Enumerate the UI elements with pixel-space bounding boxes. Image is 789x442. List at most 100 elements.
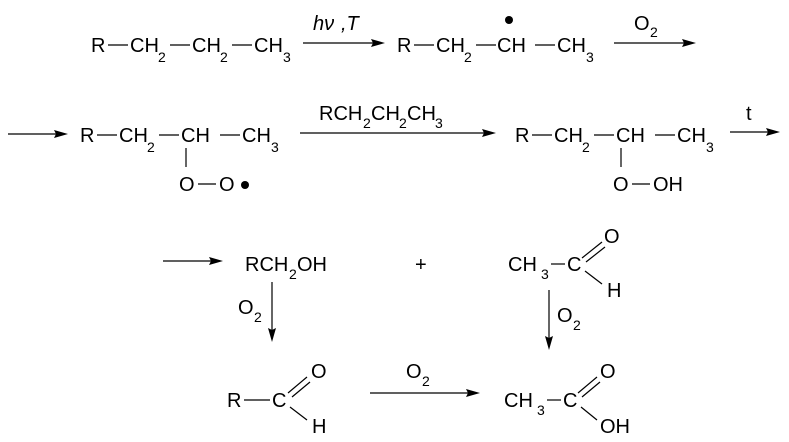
group-ch: CH: [616, 125, 645, 147]
group-ch3: CH: [508, 254, 537, 276]
group-oh: OH: [600, 416, 630, 438]
peroxy-radical: R CH 2 CH CH 3 O O: [80, 125, 279, 196]
arrow-oxidation-aldehyde: O 2: [370, 361, 480, 397]
arrow-head: [545, 336, 553, 350]
group-ch2: CH: [192, 35, 221, 57]
arrow-oxidation-alcohol: O 2: [238, 282, 276, 342]
group-ch2: CH: [119, 125, 148, 147]
subscript: 2: [399, 115, 407, 131]
group-rch2: RCH: [245, 254, 288, 276]
reagent-alkane-ch3: CH: [407, 103, 436, 125]
group-ch2: CH: [130, 35, 159, 57]
atom-o: O: [600, 361, 616, 383]
group-ch: CH: [497, 35, 526, 57]
subscript: 3: [706, 139, 714, 155]
atom-c: C: [272, 390, 286, 412]
subscript: 3: [283, 49, 291, 65]
double-bond: [581, 381, 601, 398]
arrow-photolysis: hν ,T: [303, 13, 385, 47]
double-bond: [287, 376, 308, 394]
subscript: 2: [220, 49, 228, 65]
subscript: 2: [573, 317, 581, 333]
arrow-head: [682, 39, 696, 47]
acetic-acid: CH 3 C O OH: [504, 361, 630, 438]
atom-o: O: [613, 174, 629, 196]
subscript: 2: [158, 49, 166, 65]
arrow-head: [466, 389, 480, 397]
reagent-o2: O: [557, 305, 573, 327]
subscript: 2: [147, 139, 155, 155]
subscript: 3: [435, 115, 443, 131]
atom-o: O: [219, 174, 235, 196]
atom-o: O: [604, 226, 620, 248]
bond: [580, 406, 598, 421]
group-ch: CH: [181, 125, 210, 147]
subscript: 3: [537, 402, 545, 418]
subscript: 3: [586, 49, 594, 65]
arrow-head: [54, 130, 68, 138]
arrow-continuation-row2: [8, 130, 68, 138]
acetaldehyde: CH 3 C O H: [508, 226, 621, 302]
atom-r: R: [227, 390, 241, 412]
arrow-oxygen-addition: O 2: [614, 13, 696, 47]
atom-r: R: [397, 35, 411, 57]
atom-o: O: [179, 174, 195, 196]
plus-sign: +: [415, 254, 427, 276]
atom-r: R: [91, 35, 105, 57]
subscript: 2: [422, 373, 430, 389]
arrow-h-abstraction: RCH 2 CH 2 CH 3: [300, 103, 496, 137]
atom-c: C: [563, 390, 577, 412]
primary-alcohol: RCH 2 OH: [245, 254, 327, 282]
double-bond: [577, 376, 598, 394]
atom-o: O: [311, 361, 327, 383]
radical-dot: [241, 181, 249, 189]
group-ch3: CH: [254, 35, 283, 57]
subscript: 2: [363, 115, 371, 131]
group-oh: OH: [297, 254, 327, 276]
reagent-o2: O: [406, 361, 422, 383]
radical-dot: [505, 16, 513, 24]
subscript: 2: [289, 266, 297, 282]
atom-h: H: [607, 280, 621, 302]
group-oh: OH: [653, 174, 683, 196]
condition-temperature: t: [746, 103, 752, 125]
arrow-head: [766, 128, 780, 136]
double-bond: [291, 381, 311, 398]
group-ch3: CH: [557, 35, 586, 57]
arrow-head: [209, 257, 223, 265]
group-ch2: CH: [436, 35, 465, 57]
atom-h: H: [312, 416, 326, 438]
reagent-o2: O: [238, 297, 254, 319]
atom-r: R: [80, 125, 94, 147]
subscript: 2: [254, 309, 262, 325]
group-ch3: CH: [504, 390, 533, 412]
group-ch3: CH: [677, 125, 706, 147]
group-ch2: CH: [554, 125, 583, 147]
subscript: 2: [464, 49, 472, 65]
atom-c: C: [567, 254, 581, 276]
subscript: 2: [650, 24, 658, 40]
aldehyde: R C O H: [227, 361, 327, 438]
arrow-continuation-row3: [163, 257, 223, 265]
atom-r: R: [515, 125, 529, 147]
condition-hv: hν: [313, 13, 334, 35]
arrow-head: [268, 328, 276, 342]
reagent-o2: O: [634, 13, 650, 35]
alkyl-radical: R CH 2 CH CH 3: [397, 16, 594, 65]
arrow-thermolysis: t: [730, 103, 780, 136]
reactant-alkane: R CH 2 CH 2 CH 3: [91, 35, 291, 65]
double-bond: [585, 246, 606, 263]
condition-temperature: ,T: [341, 13, 361, 35]
arrow-head: [482, 129, 496, 137]
double-bond: [581, 241, 603, 259]
arrow-head: [371, 39, 385, 47]
bond: [289, 406, 308, 421]
group-ch3: CH: [242, 125, 271, 147]
subscript: 2: [582, 139, 590, 155]
bond: [584, 270, 603, 285]
reagent-alkane-ch2: CH: [371, 103, 400, 125]
reagent-alkane: RCH: [319, 103, 362, 125]
hydroperoxide: R CH 2 CH CH 3 O OH: [515, 125, 714, 196]
arrow-oxidation-acetaldehyde: O 2: [545, 290, 581, 350]
